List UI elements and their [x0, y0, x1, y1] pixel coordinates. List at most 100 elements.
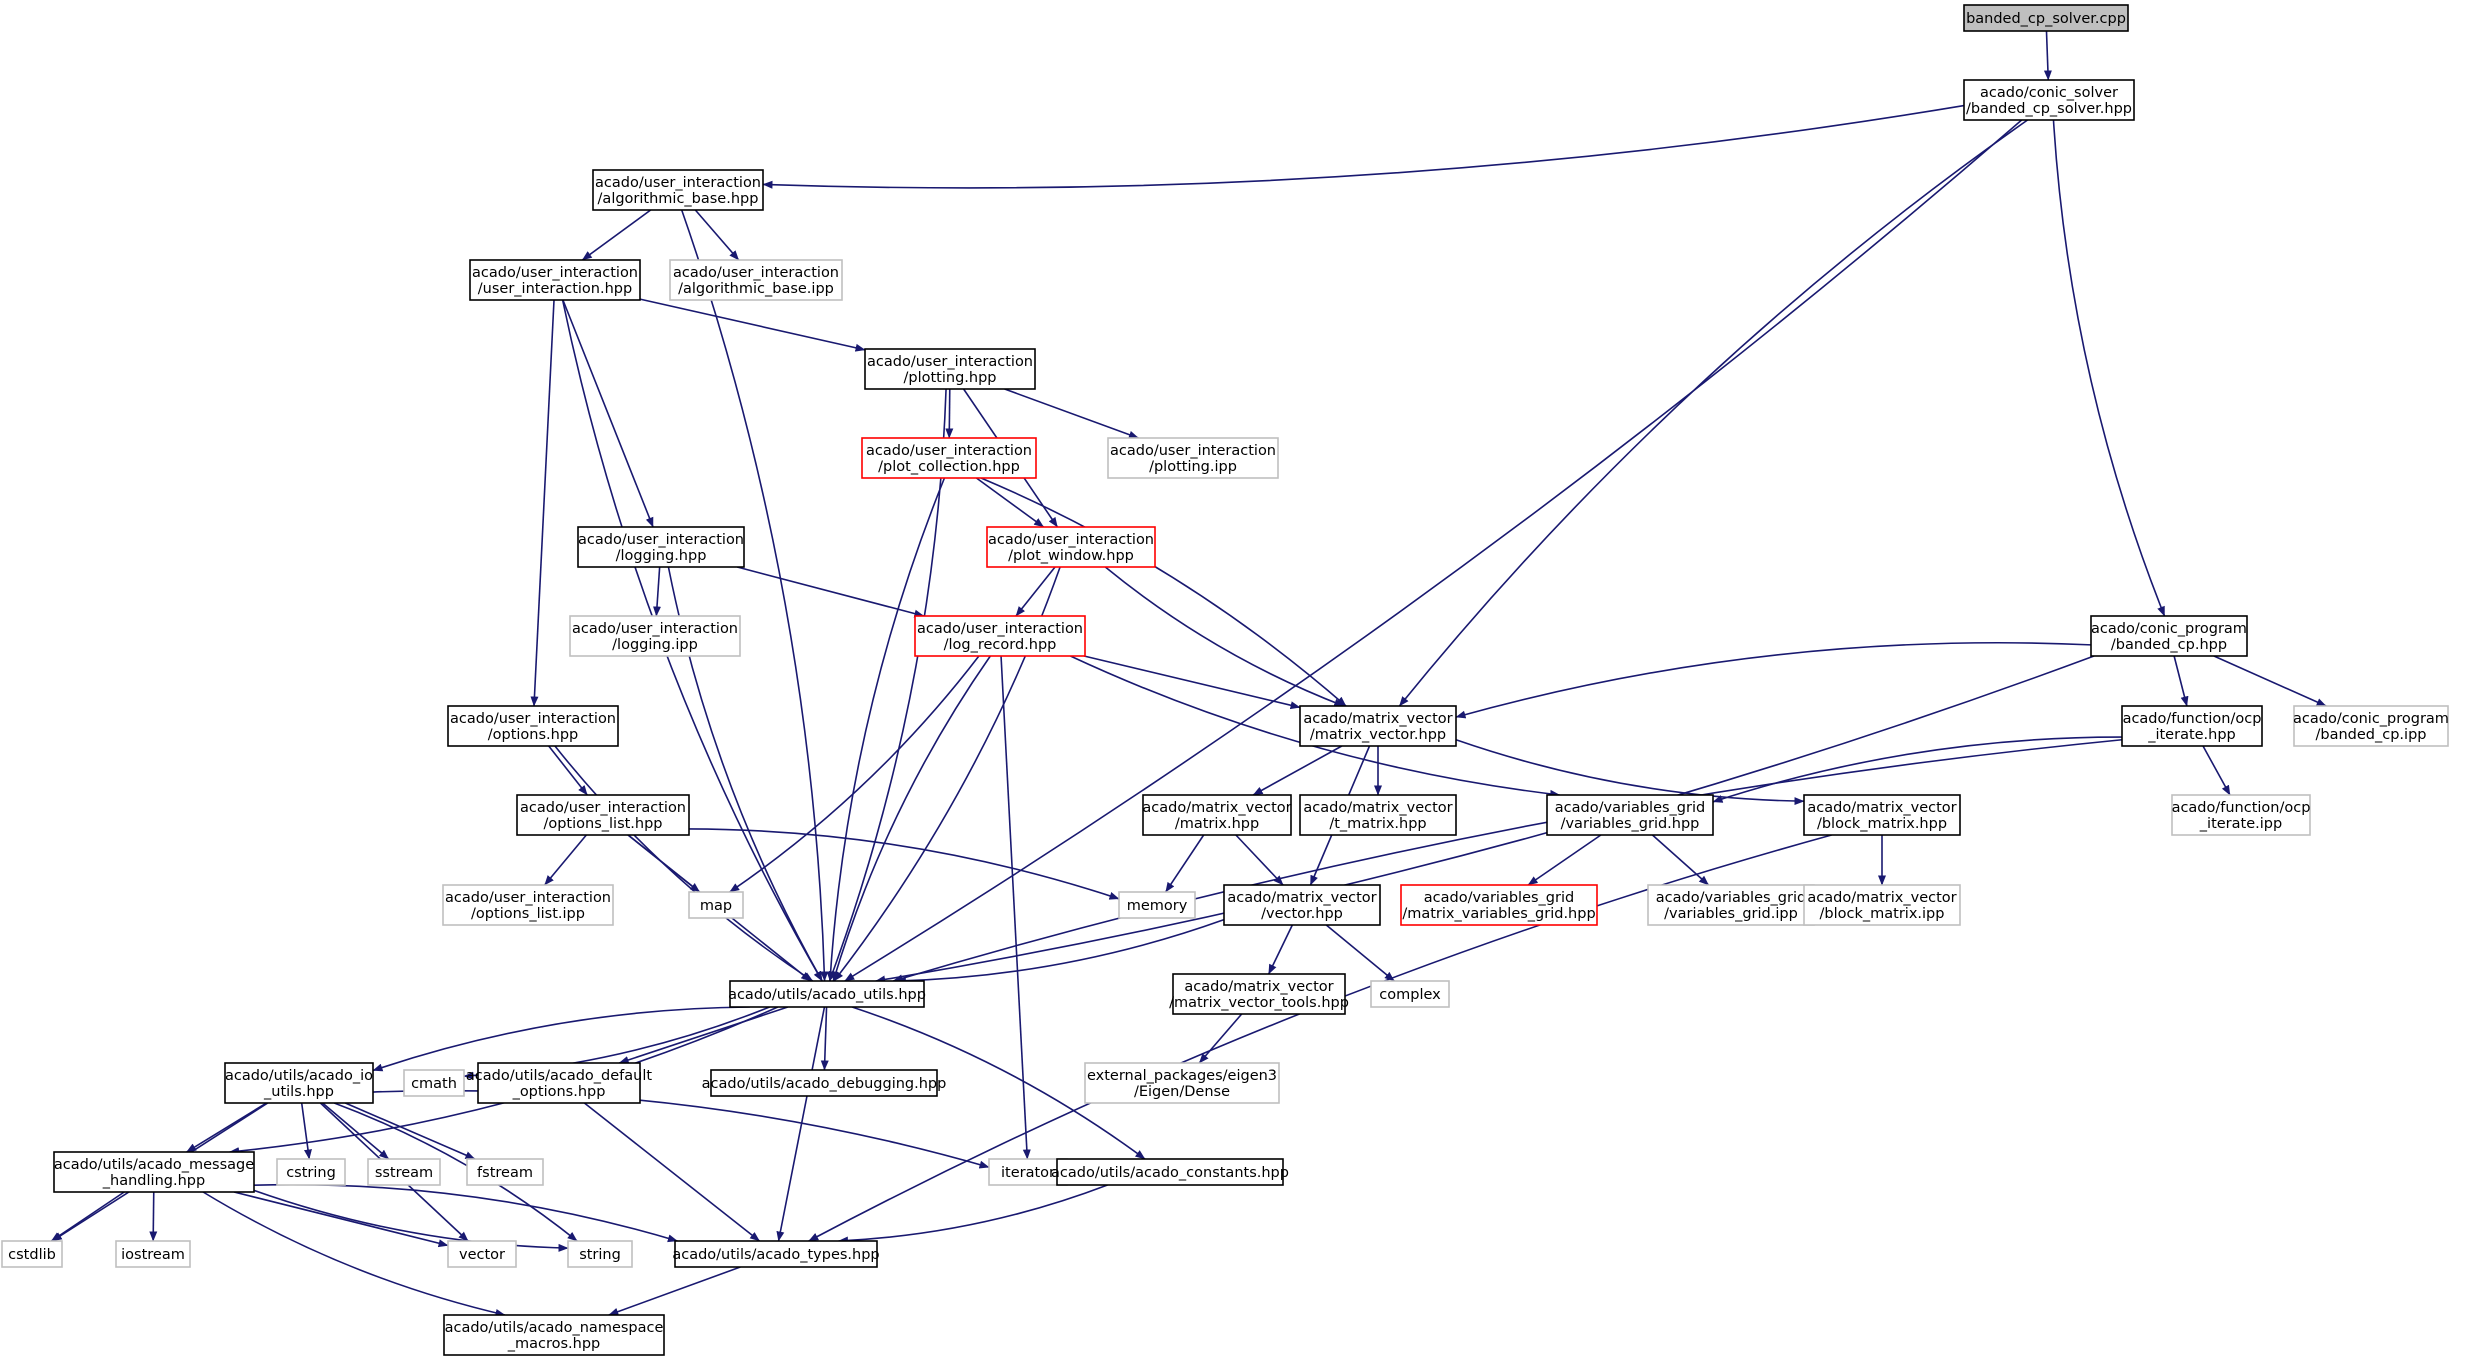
node-label: /plotting.ipp	[1149, 459, 1237, 475]
node-root[interactable]: banded_cp_solver.cpp	[1963, 4, 2129, 32]
header-file-nodes: banded_cp_solver.cpp acado/conic_solver/b…	[1, 4, 2449, 1356]
node-label: acado/matrix_vector	[1807, 800, 1956, 816]
node-oiipp[interactable]: acado/function/ocp_iterate.ipp	[2171, 794, 2311, 836]
node-au[interactable]: acado/utils/acado_utils.hpp	[728, 980, 926, 1008]
node-label: acado/user_interaction	[988, 532, 1154, 548]
node-cs[interactable]: acado/conic_solver/banded_cp_solver.hpp	[1963, 79, 2135, 121]
node-box	[403, 1069, 465, 1097]
edge-ui-to-lg	[562, 299, 654, 528]
node-cm[interactable]: cmath	[403, 1069, 465, 1097]
node-label: /logging.ipp	[612, 637, 698, 653]
node-label: acado/matrix_vector	[1227, 890, 1376, 906]
node-def[interactable]: acado/utils/acado_default_options.hpp	[466, 1062, 652, 1104]
node-box	[469, 259, 641, 301]
edge-pc-to-au	[826, 477, 946, 982]
node-vg[interactable]: acado/variables_grid/variables_grid.hpp	[1546, 794, 1714, 836]
node-label: iterator	[1001, 1165, 1055, 1181]
node-label: acado/utils/acado_io	[225, 1068, 373, 1084]
node-ui[interactable]: acado/user_interaction/user_interaction.…	[469, 259, 641, 301]
node-label: _utils.hpp	[263, 1084, 334, 1100]
edge-vc-to-au	[895, 918, 1225, 985]
node-ss[interactable]: sstream	[367, 1158, 441, 1186]
node-str[interactable]: string	[567, 1240, 633, 1268]
node-plipp[interactable]: acado/user_interaction/plotting.ipp	[1107, 437, 1279, 479]
edge-mh-to-ns	[202, 1191, 506, 1317]
node-abipp[interactable]: acado/user_interaction/algorithmic_base.…	[669, 259, 843, 301]
node-lgipp[interactable]: acado/user_interaction/logging.ipp	[569, 615, 741, 657]
edge-au-to-dbg	[820, 1006, 829, 1071]
node-cp[interactable]: acado/conic_program/banded_cp.hpp	[2090, 615, 2248, 657]
node-label: /matrix.hpp	[1175, 816, 1259, 832]
node-label: acado/user_interaction	[445, 890, 611, 906]
edge-cp-to-oi	[2173, 655, 2189, 707]
edge-io-to-ss	[322, 1102, 390, 1160]
node-label: acado/user_interaction	[472, 265, 638, 281]
node-bmipp[interactable]: acado/matrix_vector/block_matrix.ipp	[1803, 884, 1961, 926]
node-box	[466, 1158, 544, 1186]
edge-pw-to-lr	[1015, 566, 1056, 617]
node-label: /matrix_variables_grid.hpp	[1402, 906, 1595, 922]
node-mx[interactable]: acado/matrix_vector/matrix.hpp	[1142, 794, 1292, 836]
node-tm[interactable]: acado/matrix_vector/t_matrix.hpp	[1299, 794, 1457, 836]
node-vc[interactable]: acado/matrix_vector/vector.hpp	[1223, 884, 1381, 926]
node-mvg[interactable]: acado/variables_grid/matrix_variables_gr…	[1400, 884, 1598, 926]
node-ns[interactable]: acado/utils/acado_namespace_macros.hpp	[443, 1314, 665, 1356]
node-it[interactable]: iterator	[988, 1158, 1068, 1186]
edge-root-to-cs	[2043, 30, 2052, 81]
node-ty[interactable]: acado/utils/acado_types.hpp	[672, 1240, 880, 1268]
node-label: /logging.hpp	[616, 548, 707, 564]
node-dbg[interactable]: acado/utils/acado_debugging.hpp	[702, 1069, 947, 1097]
node-ios[interactable]: iostream	[115, 1240, 191, 1268]
node-box	[988, 1158, 1068, 1186]
node-op[interactable]: acado/user_interaction/options.hpp	[447, 705, 619, 747]
edge-op-to-ol	[548, 745, 588, 796]
node-mv[interactable]: acado/matrix_vector/matrix_vector.hpp	[1299, 705, 1457, 747]
node-cst[interactable]: acado/utils/acado_constants.hpp	[1051, 1158, 1289, 1186]
node-cpipp[interactable]: acado/conic_program/banded_cp.ipp	[2293, 705, 2449, 747]
node-label: acado/conic_solver	[1980, 85, 2118, 101]
node-box	[516, 794, 690, 836]
node-mvt[interactable]: acado/matrix_vector/matrix_vector_tools.…	[1169, 973, 1349, 1015]
node-box	[1299, 705, 1457, 747]
node-fs[interactable]: fstream	[466, 1158, 544, 1186]
node-label: acado/utils/acado_namespace	[445, 1320, 664, 1336]
dependency-edges	[50, 30, 2327, 1317]
node-box	[53, 1151, 255, 1193]
node-box	[1142, 794, 1292, 836]
node-mh[interactable]: acado/utils/acado_message_handling.hpp	[53, 1151, 255, 1193]
node-ol[interactable]: acado/user_interaction/options_list.hpp	[516, 794, 690, 836]
node-eig[interactable]: external_packages/eigen3/Eigen/Dense	[1084, 1062, 1280, 1104]
node-mem[interactable]: memory	[1118, 891, 1196, 919]
node-label: map	[700, 898, 732, 914]
node-olipp[interactable]: acado/user_interaction/options_list.ipp	[442, 884, 614, 926]
node-box	[864, 348, 1036, 390]
edge-mh-to-vec	[233, 1191, 449, 1248]
node-box	[1647, 884, 1815, 926]
node-cl[interactable]: cstdlib	[1, 1240, 63, 1268]
node-vec[interactable]: vector	[447, 1240, 517, 1268]
node-label: cmath	[411, 1076, 457, 1092]
node-bm[interactable]: acado/matrix_vector/block_matrix.hpp	[1803, 794, 1961, 836]
node-oi[interactable]: acado/function/ocp_iterate.hpp	[2121, 705, 2263, 747]
node-box	[1223, 884, 1381, 926]
edge-pl-to-plipp	[1004, 388, 1139, 439]
node-label: acado/utils/acado_utils.hpp	[728, 987, 926, 1003]
node-label: cstdlib	[8, 1247, 56, 1263]
node-lg[interactable]: acado/user_interaction/logging.hpp	[577, 526, 745, 568]
node-box	[1107, 437, 1279, 479]
node-pc[interactable]: acado/user_interaction/plot_collection.h…	[861, 437, 1037, 479]
node-cx[interactable]: complex	[1370, 980, 1450, 1008]
node-io[interactable]: acado/utils/acado_io_utils.hpp	[224, 1062, 374, 1104]
node-lr[interactable]: acado/user_interaction/log_record.hpp	[914, 615, 1086, 657]
edge-cs-to-ab	[762, 104, 1965, 189]
node-map[interactable]: map	[688, 891, 744, 919]
node-box	[224, 1062, 374, 1104]
edge-ol-to-olipp	[544, 834, 587, 886]
node-cstr[interactable]: cstring	[276, 1158, 346, 1186]
node-ab[interactable]: acado/user_interaction/algorithmic_base.…	[592, 169, 764, 211]
edge-mh-to-cl	[50, 1191, 125, 1242]
node-vgipp[interactable]: acado/variables_grid/variables_grid.ipp	[1647, 884, 1815, 926]
node-label: acado/matrix_vector	[1303, 800, 1452, 816]
node-pw[interactable]: acado/user_interaction/plot_window.hpp	[986, 526, 1156, 568]
node-pl[interactable]: acado/user_interaction/plotting.hpp	[864, 348, 1036, 390]
